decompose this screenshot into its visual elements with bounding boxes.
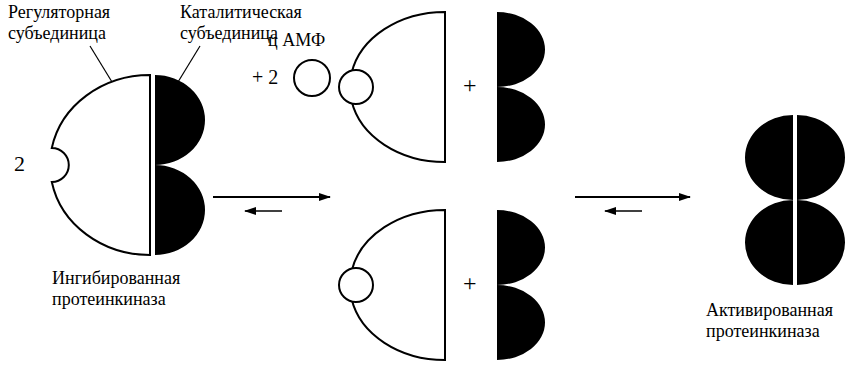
forward-arrow — [575, 196, 690, 198]
catalytic-subunit — [155, 75, 205, 255]
plus-sign: + — [463, 270, 477, 298]
part-label: Регуляторная субъединица — [8, 2, 110, 43]
count-number: + 2 — [252, 66, 278, 89]
reverse-arrow — [605, 210, 642, 212]
catalytic-subunit — [797, 115, 845, 285]
reverse-arrow — [245, 210, 282, 212]
state-label: Ингибированная протеинкиназа — [52, 268, 180, 309]
plus-sign: + — [463, 72, 477, 100]
catalytic-subunit — [497, 210, 545, 360]
leader-line — [178, 46, 200, 82]
count-number: 2 — [14, 151, 25, 176]
state-label: Активированная протеинкиназа — [706, 300, 833, 341]
leader-line — [90, 46, 112, 82]
bound-camp — [339, 70, 373, 104]
bound-camp — [339, 268, 373, 302]
regulatory-subunit — [52, 75, 150, 255]
camp-circle — [294, 60, 330, 96]
catalytic-subunit — [745, 115, 793, 285]
catalytic-subunit — [497, 12, 545, 162]
molecule-label: ц АМФ — [268, 30, 325, 51]
forward-arrow — [213, 196, 330, 198]
